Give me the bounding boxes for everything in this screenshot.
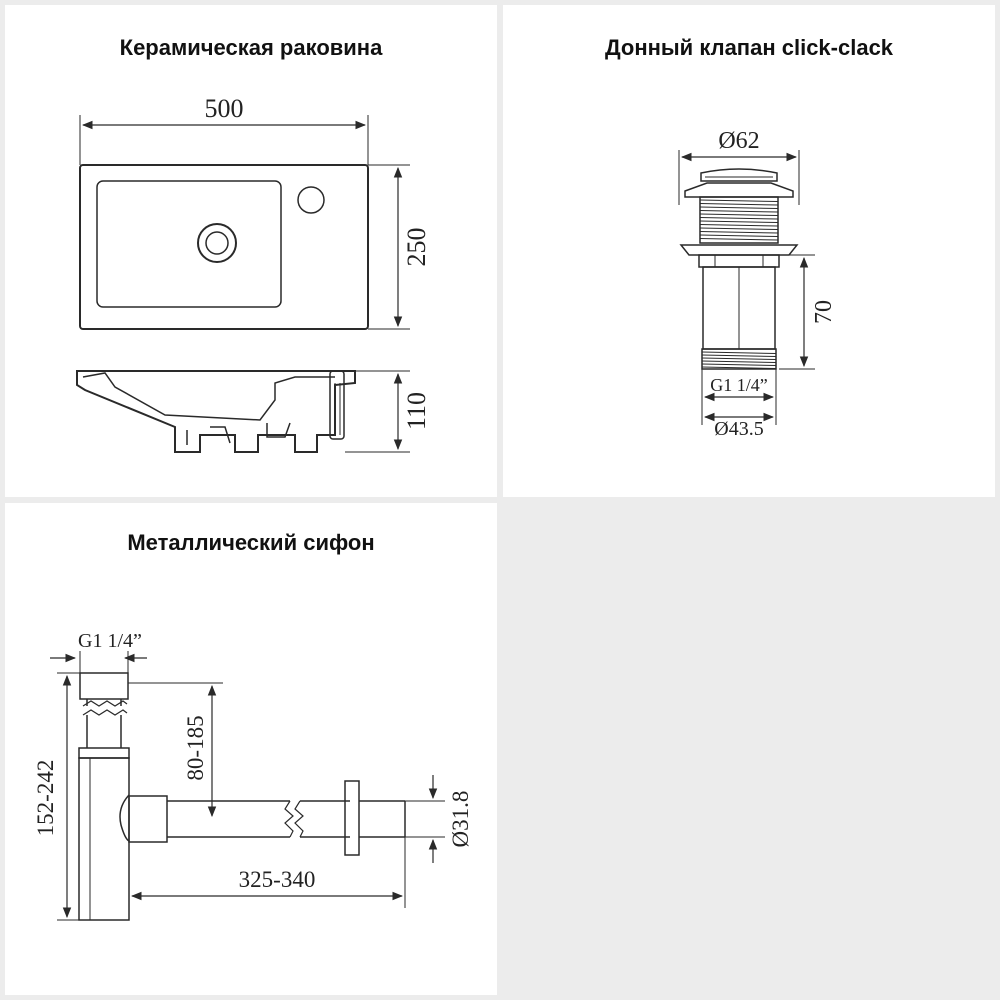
sink-width-label: 500 <box>205 94 244 123</box>
sink-basin <box>96 180 282 308</box>
valve-drawing: Ø62 70 G1 1/4” Ø43.5 <box>678 128 837 440</box>
thread-line <box>699 210 779 213</box>
sink-title: Керамическая раковина <box>119 35 383 60</box>
thread-line <box>701 363 777 366</box>
valve-height-label: 70 <box>811 300 837 324</box>
thread-line <box>699 199 779 202</box>
sink-height-label: 110 <box>402 392 431 430</box>
thread-line <box>699 224 779 227</box>
siphon-total-height-label: 152-242 <box>33 760 58 837</box>
siphon-tailpiece-nut <box>79 672 129 700</box>
valve-top-diameter-label: Ø62 <box>718 128 759 154</box>
thread-line <box>699 227 779 230</box>
faucet-hole <box>297 186 325 214</box>
thread-line <box>699 206 779 209</box>
valve-thread-upper <box>699 196 779 244</box>
thread-line <box>699 213 779 216</box>
valve-title: Донный клапан click-clack <box>604 35 894 60</box>
thread-line <box>699 234 779 237</box>
siphon-panel: Металлический сифон <box>5 503 497 995</box>
siphon-outlet-diameter-label: Ø31.8 <box>448 791 473 848</box>
valve-thread-label: G1 1/4” <box>710 375 768 395</box>
thread-line <box>699 217 779 220</box>
thread-line <box>701 351 777 354</box>
thread-line <box>701 360 777 363</box>
siphon-offset-label: 80-185 <box>183 715 208 780</box>
siphon-elbow <box>128 795 168 843</box>
thread-line <box>699 231 779 234</box>
thread-line <box>701 357 777 360</box>
thread-line <box>701 366 777 369</box>
siphon-drawing: G1 1/4” 152-242 80-185 325-340 Ø31.8 <box>33 630 473 921</box>
siphon-title: Металлический сифон <box>127 530 375 555</box>
siphon-bottle <box>78 757 130 921</box>
siphon-wall-flange <box>344 780 360 856</box>
valve-panel: Донный клапан click-clack <box>503 5 995 497</box>
valve-bottom-diameter-label: Ø43.5 <box>714 418 763 440</box>
siphon-thread-label: G1 1/4” <box>78 630 142 652</box>
thread-line <box>699 220 779 223</box>
sink-top-view <box>79 164 369 330</box>
thread-line <box>699 203 779 206</box>
faucet-post <box>329 370 345 440</box>
valve-nut <box>679 244 799 256</box>
sink-drawing: 500 250 110 <box>76 94 431 453</box>
siphon-collar <box>78 747 130 759</box>
empty-panel <box>503 503 995 995</box>
sink-panel: Керамическая раковина <box>5 5 497 497</box>
thread-line <box>701 354 777 357</box>
thread-line <box>699 238 779 241</box>
valve-cap <box>700 168 778 182</box>
sink-side-view <box>76 370 356 453</box>
sink-depth-label: 250 <box>402 228 431 267</box>
siphon-length-label: 325-340 <box>239 867 316 892</box>
